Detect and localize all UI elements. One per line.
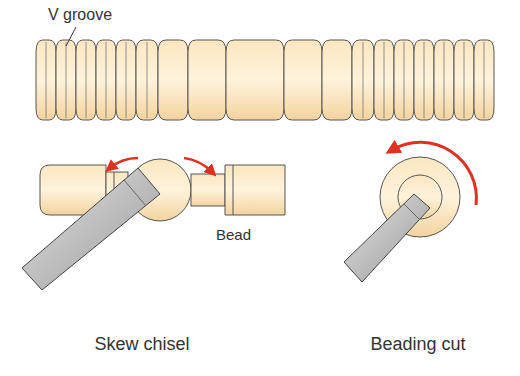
part-label: Bead xyxy=(216,226,251,243)
bead-shape xyxy=(226,40,284,120)
facet-line xyxy=(424,42,425,118)
skew-chisel xyxy=(22,168,160,290)
bead-shape xyxy=(188,40,226,120)
bead-shape xyxy=(116,40,136,120)
turned-spindle xyxy=(36,40,494,120)
bead-shape xyxy=(322,40,352,120)
bead-shape xyxy=(454,40,474,120)
facet-line xyxy=(363,42,364,118)
facet-line xyxy=(106,42,107,118)
rotation-arrow xyxy=(392,142,476,205)
caption-label: Skew chisel xyxy=(94,334,189,355)
skew-chisel-end xyxy=(344,194,430,282)
facet-line xyxy=(86,42,87,118)
facet-line xyxy=(147,42,148,118)
rotation-arrow xyxy=(184,158,212,172)
facet-line xyxy=(66,42,67,118)
facet-line xyxy=(46,42,47,118)
facet-line xyxy=(444,42,445,118)
bead-shape xyxy=(394,40,414,120)
facet-line xyxy=(404,42,405,118)
bead-shape xyxy=(96,40,116,120)
spindle-with-bead xyxy=(40,159,285,221)
rotation-arrow xyxy=(110,158,138,168)
bead-shape xyxy=(434,40,454,120)
leader-line xyxy=(66,27,76,46)
caption-label: Beading cut xyxy=(370,334,465,355)
facet-line xyxy=(464,42,465,118)
bead-shape xyxy=(136,40,158,120)
bead-shape xyxy=(414,40,434,120)
bead-shape xyxy=(56,40,76,120)
facet-line xyxy=(384,42,385,118)
facet-line xyxy=(126,42,127,118)
part-label: V groove xyxy=(48,6,112,24)
bead-shape xyxy=(352,40,374,120)
bead-shape xyxy=(474,40,494,120)
bead-shape xyxy=(36,40,56,120)
bead-shape xyxy=(158,40,188,120)
bead-shape xyxy=(284,40,322,120)
facet-line xyxy=(484,42,485,118)
bead-shape xyxy=(374,40,394,120)
bead-shape xyxy=(76,40,96,120)
